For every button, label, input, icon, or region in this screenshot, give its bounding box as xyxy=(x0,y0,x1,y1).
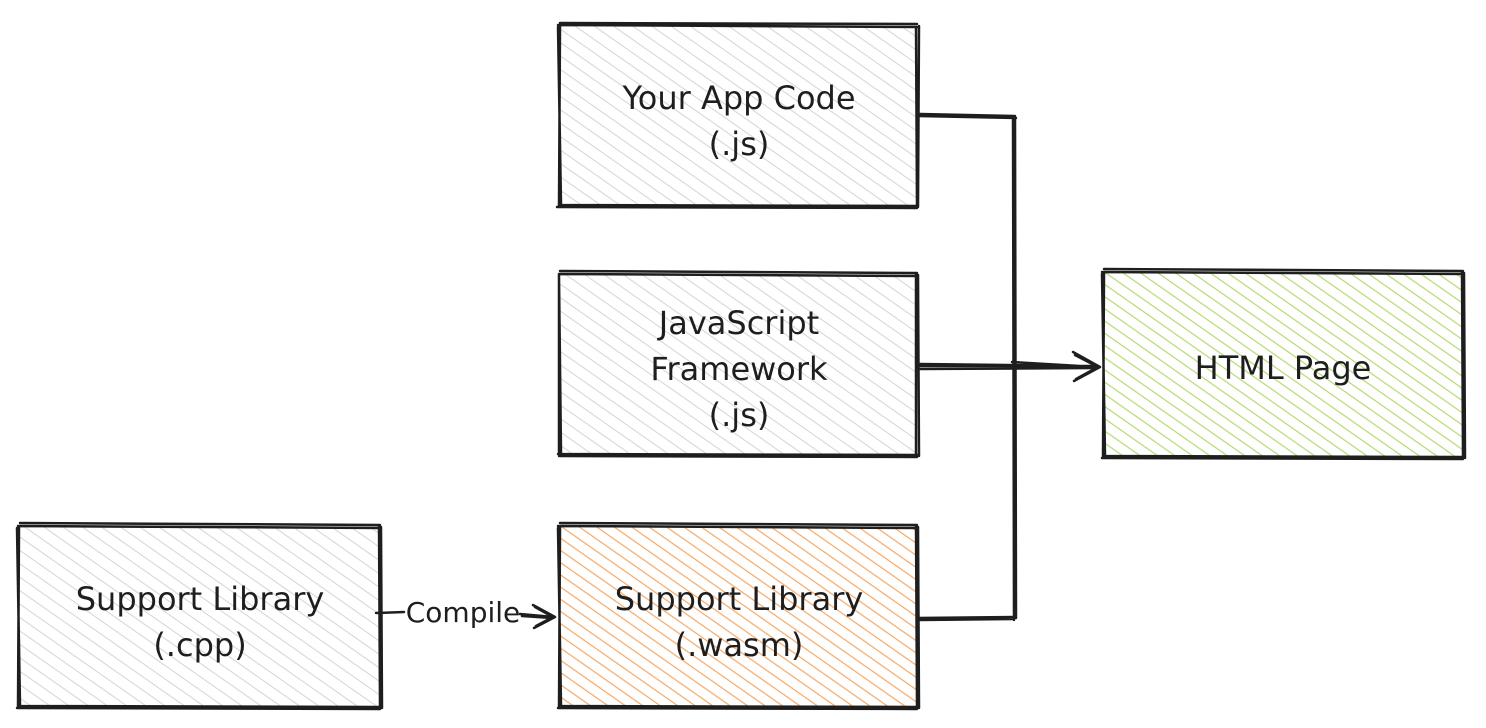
app-code-box-fill xyxy=(560,26,918,206)
support-wasm-box-fill xyxy=(560,527,918,707)
compile-arrow-shaft xyxy=(518,612,556,620)
compile-arrow-tail xyxy=(374,610,406,615)
wasm-connector xyxy=(916,615,1017,622)
framework-label-line-2: Framework xyxy=(650,350,828,388)
framework-box: JavaScript Framework (.js) xyxy=(556,269,921,459)
app-code-label-line-2: (.js) xyxy=(709,125,770,163)
support-wasm-label-line-1: Support Library xyxy=(615,580,864,618)
compile-label: Compile xyxy=(406,596,521,629)
html-arrowhead xyxy=(1071,350,1102,383)
support-cpp-box: Support Library (.cpp) xyxy=(15,521,384,711)
support-wasm-box: Support Library (.wasm) xyxy=(556,521,921,711)
framework-label-line-1: JavaScript xyxy=(657,304,819,342)
support-cpp-label-line-2: (.cpp) xyxy=(153,626,246,664)
app-code-connector xyxy=(916,112,1018,120)
framework-label-line-3: (.js) xyxy=(709,396,770,434)
app-code-box: Your App Code (.js) xyxy=(555,21,921,210)
framework-box-fill xyxy=(560,275,918,455)
html-page-label: HTML Page xyxy=(1195,349,1372,387)
compile-arrowhead xyxy=(531,603,557,630)
compile-arrow: Compile xyxy=(374,596,557,630)
support-cpp-box-fill xyxy=(19,527,381,707)
support-wasm-label-line-2: (.wasm) xyxy=(675,626,804,664)
framework-to-html-arrow xyxy=(916,360,1100,371)
html-page-box: HTML Page xyxy=(1100,267,1467,461)
connectors xyxy=(916,112,1102,622)
support-cpp-label-line-1: Support Library xyxy=(76,580,325,618)
app-code-label-line-1: Your App Code xyxy=(621,79,855,117)
html-page-box-fill xyxy=(1103,273,1463,457)
